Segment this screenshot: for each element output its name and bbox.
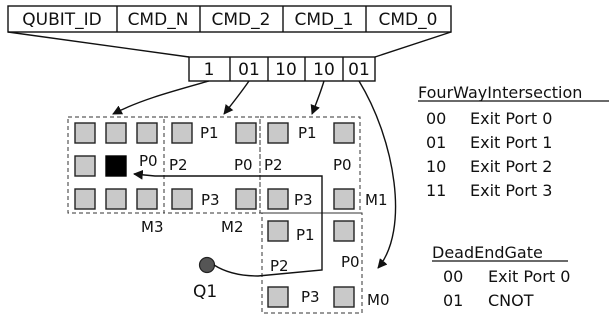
dead-end-label: Exit Port 0 — [488, 267, 570, 286]
grid-cell — [267, 220, 289, 242]
command-arrows — [112, 80, 397, 269]
header-field-cmd-2: CMD_2 — [212, 10, 271, 30]
header-packet: QUBIT_ID CMD_N CMD_2 CMD_1 CMD_0 — [7, 5, 452, 33]
module-label-m0: M0 — [367, 291, 390, 309]
value-field-qubit-id: 1 — [204, 60, 215, 80]
port-label: P3 — [294, 191, 313, 209]
module-m0-boundary — [261, 212, 363, 314]
grid-cell — [105, 122, 127, 144]
header-field-cmd-n: CMD_N — [128, 10, 189, 30]
grid-cell — [171, 122, 193, 144]
qubit-route: Q1 — [133, 169, 323, 302]
module-label-m2: M2 — [221, 218, 244, 236]
value-field-cmd-1: 10 — [313, 60, 335, 80]
arrow-to-m2 — [223, 80, 250, 115]
arrow-to-m0 — [358, 80, 397, 269]
grid-cell — [105, 188, 127, 210]
port-label: P0 — [341, 253, 360, 271]
value-packet: 1 01 10 10 01 — [188, 56, 376, 82]
grid-cell — [74, 155, 96, 177]
module-label-m1: M1 — [365, 191, 388, 209]
dead-end-title: DeadEndGate — [432, 243, 543, 262]
value-field-cmd-n: 01 — [238, 60, 260, 80]
header-field-cmd-0: CMD_0 — [379, 10, 438, 30]
arrow-to-m3 — [112, 80, 210, 115]
port-label: P1 — [298, 124, 317, 142]
qubit-q1-marker — [198, 256, 216, 274]
header-expansion-lines — [7, 31, 452, 58]
grid-cell — [333, 188, 355, 210]
dead-end-code: 01 — [443, 291, 463, 310]
grid-cell — [333, 286, 355, 308]
port-label: P1 — [296, 226, 315, 244]
port-label: P2 — [169, 156, 188, 174]
four-way-label: Exit Port 3 — [470, 181, 552, 200]
four-way-code: 11 — [426, 181, 446, 200]
four-way-label: Exit Port 1 — [470, 133, 552, 152]
dead-end-label: CNOT — [488, 291, 534, 310]
grid-cell — [136, 188, 158, 210]
grid-cell — [267, 286, 289, 308]
four-way-title: FourWayIntersection — [418, 83, 582, 102]
port-label: P2 — [264, 156, 283, 174]
grid-cell — [333, 122, 355, 144]
four-way-code: 00 — [426, 109, 446, 128]
module-label-m3: M3 — [141, 218, 164, 236]
port-labels: P0 P1 P2 P0 P3 P1 P2 P0 P3 P1 P2 P0 P3 — [139, 124, 360, 306]
port-label: P3 — [301, 288, 320, 306]
four-way-code: 10 — [426, 157, 446, 176]
port-label: P0 — [234, 156, 253, 174]
module-boundaries — [67, 116, 363, 314]
grid-cell — [267, 122, 289, 144]
port-label: P2 — [270, 257, 289, 275]
module-labels: M3 M2 M1 M0 — [141, 191, 390, 309]
header-field-qubit-id: QUBIT_ID — [22, 10, 102, 30]
grid-cell — [74, 188, 96, 210]
port-label: P3 — [201, 191, 220, 209]
four-way-code: 01 — [426, 133, 446, 152]
grid-cell — [235, 188, 257, 210]
dead-end-table: DeadEndGate 00 Exit Port 0 01 CNOT — [432, 243, 570, 310]
grid-cell — [171, 188, 193, 210]
port-label: P0 — [139, 152, 158, 170]
module-m1-boundary — [259, 116, 361, 214]
grid-cell — [136, 122, 158, 144]
port-label: P1 — [200, 124, 219, 142]
dead-end-code: 00 — [443, 267, 463, 286]
value-field-cmd-2: 10 — [275, 60, 297, 80]
grid-cells — [74, 122, 355, 308]
four-way-label: Exit Port 2 — [470, 157, 552, 176]
four-way-label: Exit Port 0 — [470, 109, 552, 128]
port-label: P0 — [333, 156, 352, 174]
grid-cell — [267, 188, 289, 210]
qubit-path — [133, 169, 323, 277]
four-way-table: FourWayIntersection 00 Exit Port 0 01 Ex… — [418, 83, 609, 200]
header-field-cmd-1: CMD_1 — [295, 10, 354, 30]
grid-cell — [333, 220, 355, 242]
grid-cell — [235, 122, 257, 144]
value-field-cmd-0: 01 — [348, 60, 370, 80]
arrow-to-m1 — [310, 80, 325, 115]
black-target-cell — [105, 155, 127, 177]
grid-cell — [74, 122, 96, 144]
qubit-label: Q1 — [193, 282, 217, 302]
